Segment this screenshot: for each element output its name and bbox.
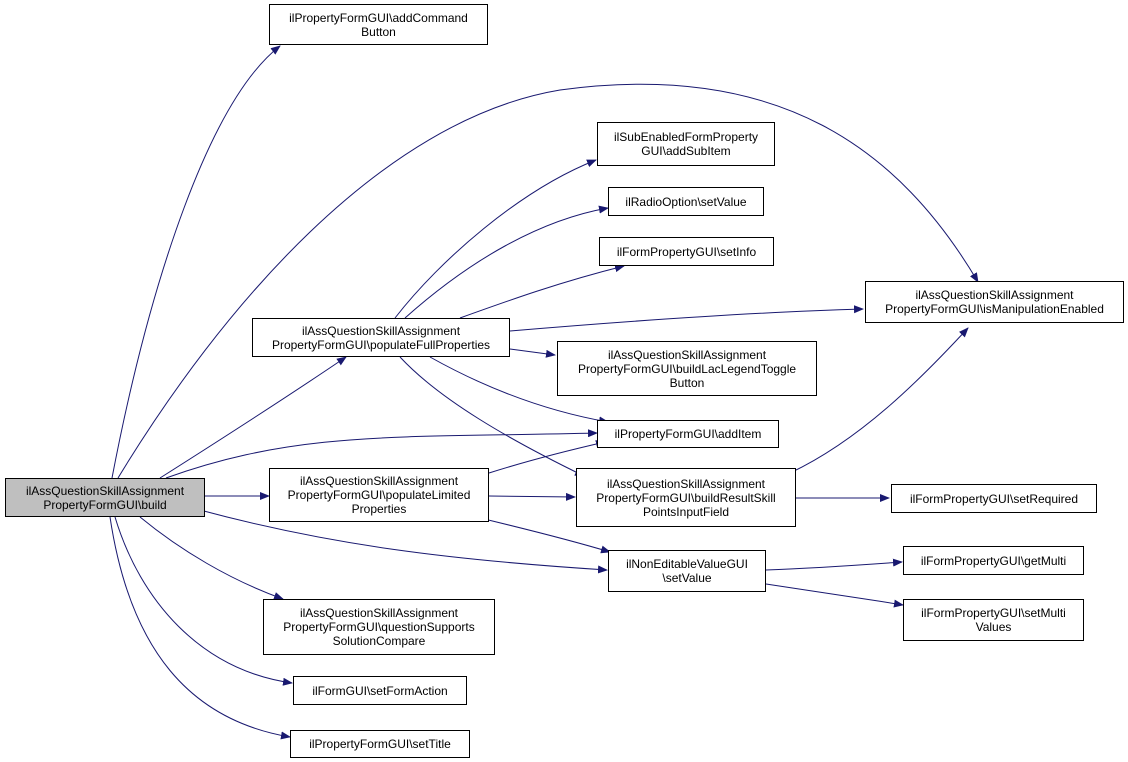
edge-build-to-questionsupportssolutioncompare	[139, 516, 284, 600]
node-set-required[interactable]: ilFormPropertyGUI\setRequired	[891, 484, 1097, 513]
node-build-lac-legend-toggle-button[interactable]: ilAssQuestionSkillAssignment PropertyFor…	[557, 341, 817, 396]
node-build: ilAssQuestionSkillAssignment PropertyFor…	[5, 478, 205, 517]
edge-build-to-additem	[165, 429, 598, 479]
node-add-sub-item[interactable]: ilSubEnabledFormProperty GUI\addSubItem	[597, 122, 775, 166]
edge-noneditable-to-getmulti	[765, 558, 903, 571]
edge-noneditable-to-setmultivalues	[765, 583, 904, 608]
node-is-manipulation-enabled[interactable]: ilAssQuestionSkillAssignment PropertyFor…	[865, 281, 1124, 323]
node-radio-option-set-value[interactable]: ilRadioOption\setValue	[608, 187, 764, 216]
edge-populatelimited-to-additem	[488, 440, 606, 474]
node-add-item[interactable]: ilPropertyFormGUI\addItem	[597, 420, 779, 448]
node-set-info[interactable]: ilFormPropertyGUI\setInfo	[599, 237, 774, 266]
edge-populatefull-to-additem	[429, 356, 609, 425]
edge-populatelimited-to-noneditablesetvalue	[479, 517, 611, 554]
node-non-editable-set-value[interactable]: ilNonEditableValueGUI \setValue	[608, 550, 766, 592]
edge-build-to-populatefullproperties	[159, 356, 347, 479]
edge-build-to-settitle	[109, 516, 291, 740]
edge-buildresultskill-to-ismanipulationenabled	[789, 327, 969, 474]
edge-build-to-addcommandbutton	[111, 45, 281, 479]
edge-populatefull-to-buildresultskillpointsinputfield	[399, 356, 585, 477]
node-populate-full-properties[interactable]: ilAssQuestionSkillAssignment PropertyFor…	[252, 318, 510, 357]
node-add-command-button[interactable]: ilPropertyFormGUI\addCommand Button	[269, 4, 488, 45]
node-set-form-action[interactable]: ilFormGUI\setFormAction	[293, 676, 467, 705]
node-set-multi-values[interactable]: ilFormPropertyGUI\setMulti Values	[903, 599, 1084, 641]
node-get-multi[interactable]: ilFormPropertyGUI\getMulti	[903, 546, 1084, 575]
node-question-supports-solution-compare[interactable]: ilAssQuestionSkillAssignment PropertyFor…	[263, 599, 495, 655]
node-build-result-skill-points-input-field[interactable]: ilAssQuestionSkillAssignment PropertyFor…	[576, 468, 796, 527]
edge-populatefull-to-setinfo	[459, 264, 625, 319]
edge-build-to-noneditablesetvalue	[199, 509, 608, 574]
edge-populatefull-to-addsubitem	[394, 159, 597, 319]
edge-populatefull-to-radiosetvalue	[404, 205, 609, 319]
node-populate-limited-properties[interactable]: ilAssQuestionSkillAssignment PropertyFor…	[269, 468, 489, 522]
edge-build-to-ismanipulationenabled	[117, 83, 979, 479]
edge-build-to-setformaction	[114, 516, 293, 686]
node-set-title[interactable]: ilPropertyFormGUI\setTitle	[290, 730, 470, 758]
edge-populatefull-to-buildlaclegendtogglebutton	[509, 348, 556, 358]
edge-populatelimited-to-buildresultskillpointsinputfield	[488, 492, 576, 501]
edge-populatefull-to-ismanipulationenabled	[509, 305, 864, 332]
